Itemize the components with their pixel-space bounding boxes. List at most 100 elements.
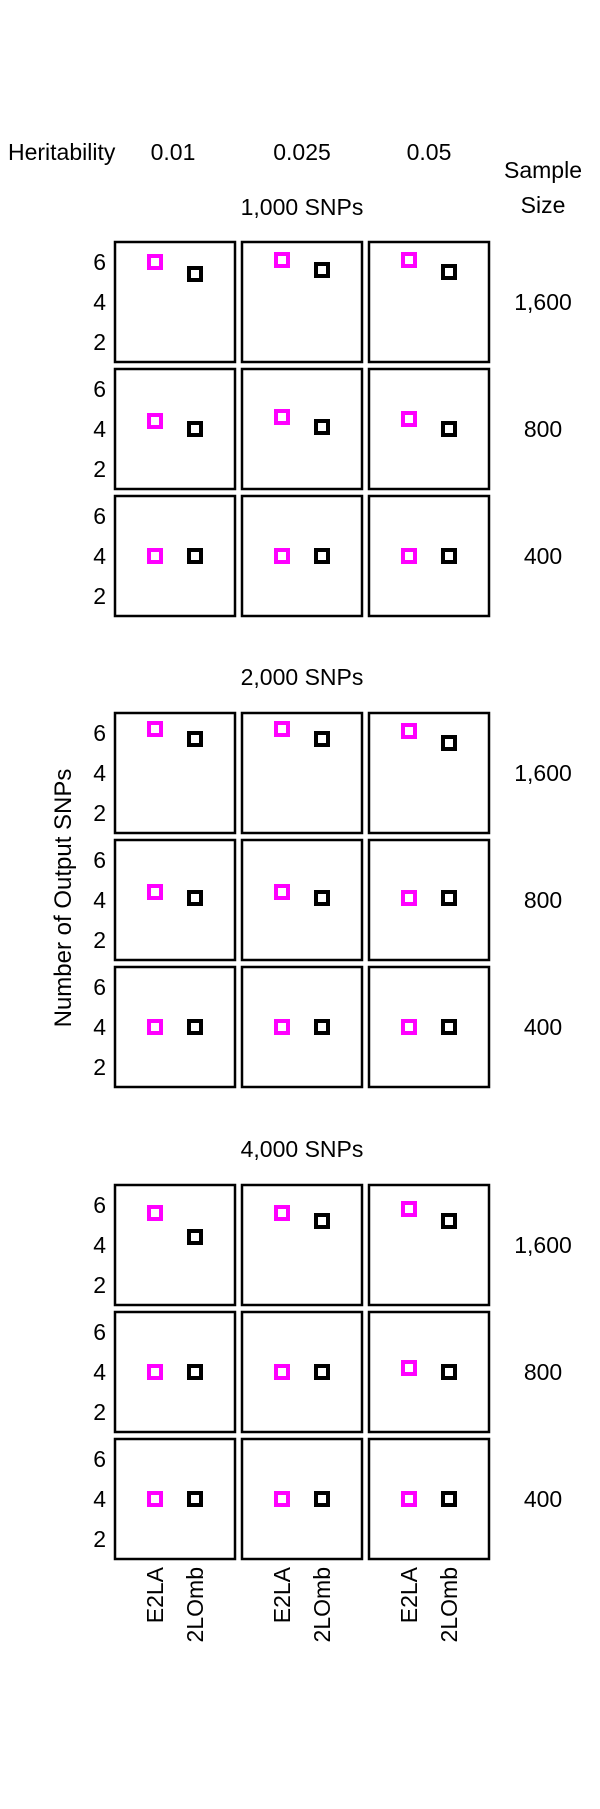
marker-e2la: [401, 890, 417, 906]
y-tick-label: 2: [93, 800, 106, 826]
panel-frame: [113, 1437, 237, 1561]
marker-2lomb: [314, 1213, 330, 1229]
y-tick-label: 4: [93, 289, 106, 315]
marker-e2la: [401, 1019, 417, 1035]
y-tick-label: 4: [93, 760, 106, 786]
x-category-label-e2la: E2LA: [142, 1566, 168, 1623]
marker-2lomb: [441, 264, 457, 280]
panel-frame: [113, 1310, 237, 1434]
y-tick-label: 4: [93, 1359, 106, 1385]
y-tick-label: 4: [93, 1232, 106, 1258]
panel-frame: [367, 240, 491, 364]
y-tick-label: 6: [93, 1192, 106, 1218]
y-tick-label: 6: [93, 720, 106, 746]
panel-frame: [240, 838, 364, 962]
marker-2lomb: [314, 890, 330, 906]
panel-frame: [240, 711, 364, 835]
y-tick-label: 6: [93, 974, 106, 1000]
x-category-label-2lomb: 2LOmb: [309, 1567, 335, 1642]
marker-e2la: [274, 1364, 290, 1380]
sample-size-label-line1: Sample: [504, 157, 582, 183]
marker-2lomb: [441, 421, 457, 437]
marker-2lomb: [187, 731, 203, 747]
heritability-label: Heritability: [8, 139, 116, 165]
panel-frame: [240, 367, 364, 491]
y-tick-label: 6: [93, 1446, 106, 1472]
panel-frame: [240, 1437, 364, 1561]
group-title: 2,000 SNPs: [241, 664, 364, 690]
marker-e2la: [147, 548, 163, 564]
panel-frame: [240, 1310, 364, 1434]
sample-size-value: 400: [524, 543, 562, 569]
sample-size-value: 800: [524, 1359, 562, 1385]
panel-frame: [367, 965, 491, 1089]
marker-e2la: [401, 723, 417, 739]
sample-size-value: 1,600: [514, 760, 572, 786]
marker-2lomb: [187, 1229, 203, 1245]
x-category-label-e2la: E2LA: [396, 1566, 422, 1623]
marker-2lomb: [441, 1019, 457, 1035]
panel-frame: [367, 494, 491, 618]
marker-e2la: [147, 254, 163, 270]
marker-2lomb: [314, 548, 330, 564]
marker-2lomb: [314, 262, 330, 278]
y-tick-label: 6: [93, 376, 106, 402]
marker-e2la: [147, 721, 163, 737]
marker-2lomb: [441, 1213, 457, 1229]
marker-e2la: [401, 1360, 417, 1376]
panel-frame: [113, 711, 237, 835]
group-title: 4,000 SNPs: [241, 1136, 364, 1162]
x-category-label-e2la: E2LA: [269, 1566, 295, 1623]
marker-2lomb: [314, 1491, 330, 1507]
marker-e2la: [274, 1019, 290, 1035]
y-tick-label: 2: [93, 1526, 106, 1552]
marker-2lomb: [441, 1491, 457, 1507]
marker-2lomb: [187, 1491, 203, 1507]
marker-2lomb: [187, 1364, 203, 1380]
marker-e2la: [274, 252, 290, 268]
y-tick-label: 2: [93, 1054, 106, 1080]
panel-frame: [240, 240, 364, 364]
sample-size-value: 1,600: [514, 1232, 572, 1258]
marker-e2la: [274, 884, 290, 900]
marker-2lomb: [187, 890, 203, 906]
marker-2lomb: [314, 419, 330, 435]
marker-2lomb: [441, 1364, 457, 1380]
panel-frame: [367, 1437, 491, 1561]
panel-frame: [367, 1183, 491, 1307]
sample-size-value: 800: [524, 416, 562, 442]
panel-frame: [113, 494, 237, 618]
y-tick-label: 6: [93, 503, 106, 529]
y-tick-label: 2: [93, 1399, 106, 1425]
marker-2lomb: [187, 266, 203, 282]
marker-2lomb: [187, 421, 203, 437]
y-tick-label: 4: [93, 416, 106, 442]
heritability-value-2: 0.05: [407, 139, 452, 165]
marker-e2la: [401, 411, 417, 427]
marker-2lomb: [314, 1364, 330, 1380]
marker-2lomb: [441, 548, 457, 564]
panel-frame: [113, 367, 237, 491]
panel-frame: [367, 1310, 491, 1434]
marker-e2la: [401, 1491, 417, 1507]
marker-2lomb: [187, 1019, 203, 1035]
panel-frame: [367, 711, 491, 835]
y-tick-label: 4: [93, 1014, 106, 1040]
sample-size-value: 400: [524, 1014, 562, 1040]
panel-frame: [240, 965, 364, 1089]
panel-frame: [240, 1183, 364, 1307]
marker-e2la: [147, 413, 163, 429]
x-category-label-2lomb: 2LOmb: [436, 1567, 462, 1642]
marker-e2la: [401, 548, 417, 564]
marker-e2la: [274, 1491, 290, 1507]
y-tick-label: 6: [93, 1319, 106, 1345]
heritability-value-1: 0.025: [273, 139, 331, 165]
y-axis-label: Number of Output SNPs: [50, 769, 77, 1028]
x-category-label-2lomb: 2LOmb: [182, 1567, 208, 1642]
panel-frame: [240, 494, 364, 618]
group-title: 1,000 SNPs: [241, 194, 364, 220]
marker-e2la: [401, 1201, 417, 1217]
